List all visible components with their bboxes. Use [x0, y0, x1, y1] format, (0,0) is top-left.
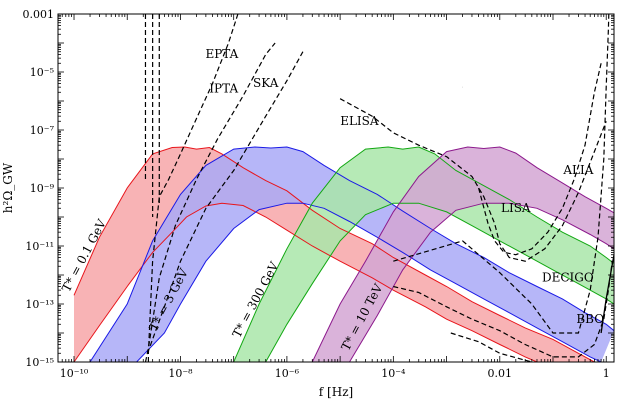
- y-tick-label: 10⁻⁹: [30, 182, 55, 195]
- annotation-ipta: IPTA: [209, 81, 238, 95]
- band-1-upper-edge: [73, 146, 595, 362]
- y-tick-label: 10⁻⁷: [30, 124, 55, 137]
- band-4-lower-edge: [349, 202, 614, 362]
- solid-black-curve: [600, 254, 614, 334]
- y-tick-label: 10⁻¹¹: [25, 240, 54, 253]
- band-1-lower-edge: [73, 202, 538, 362]
- x-axis-title: f [Hz]: [319, 385, 353, 399]
- band-2-upper-edge: [89, 146, 614, 362]
- y-tick-label: 0.001: [23, 8, 55, 21]
- plot-area: [73, 14, 614, 362]
- sensitivity-curve-alia: [393, 14, 610, 334]
- x-tick-label: 10⁻⁴: [381, 367, 406, 380]
- x-tick-label: 1: [603, 367, 610, 380]
- x-tick-label: 10⁻⁸: [168, 367, 193, 380]
- y-tick-label: 10⁻¹³: [25, 298, 54, 311]
- sensitivity-curve-epta: [147, 14, 239, 362]
- sensitivity-curve-bbo: [450, 332, 532, 362]
- x-tick-label: 10⁻⁶: [275, 367, 300, 380]
- annotation-bbo: BBO: [576, 312, 604, 326]
- annotation-elisa: ELISA: [340, 114, 379, 128]
- band-3-upper-edge: [233, 146, 614, 362]
- band-2-fill: [90, 147, 614, 362]
- y-axis-title: h²Ω_GW: [1, 162, 15, 213]
- band-3-lower-edge: [265, 202, 614, 362]
- sensitivity-curve-ska: [146, 51, 304, 354]
- sensitivity-curve-lisa-curve: [478, 63, 602, 256]
- y-tick-label: 10⁻¹⁵: [25, 356, 54, 369]
- annotation-decigo: DECIGO: [542, 270, 594, 284]
- annotation-ska: SKA: [253, 76, 279, 90]
- band-3-fill: [233, 147, 614, 362]
- x-tick-label: 10⁻¹⁰: [60, 367, 89, 380]
- annotation-epta: EPTA: [205, 47, 238, 61]
- sensitivity-curve-elisa: [339, 98, 607, 262]
- band-4-upper-edge: [311, 146, 614, 362]
- band-2-lower-edge: [136, 202, 602, 362]
- sensitivity-curve-decigo: [393, 261, 613, 358]
- band-4-fill: [312, 147, 614, 362]
- annotation-alia: ALIA: [562, 163, 593, 177]
- y-tick-label: 10⁻⁵: [30, 66, 54, 79]
- x-tick-label: 0.01: [488, 367, 513, 380]
- axis-ticks: [58, 13, 614, 363]
- annotation-lisa: LISA: [501, 201, 531, 215]
